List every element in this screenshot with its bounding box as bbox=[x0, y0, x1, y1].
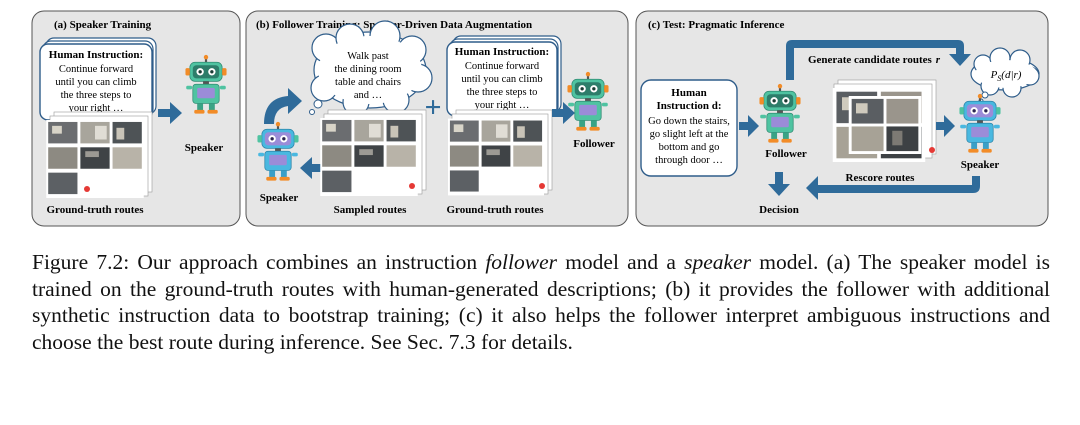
panel-b-instruction-title: Human Instruction: bbox=[455, 46, 549, 58]
panel-a-instruction-line-1: Continue forward bbox=[59, 64, 134, 75]
panel-a-instruction-line-4: your right … bbox=[69, 103, 124, 114]
caption-part-3: model. (a) The speaker model is trained … bbox=[32, 250, 1050, 354]
panel-c-instruction-line-1: Go down the stairs, bbox=[648, 116, 730, 127]
panel-c-instruction-line-2: go slight left at the bbox=[650, 129, 729, 140]
caption-part-2: model and a bbox=[556, 250, 685, 274]
panel-c-follower-label: Follower bbox=[765, 148, 807, 160]
panel-b-thought-line-3: table and chairs bbox=[335, 77, 401, 88]
panel-c-speaker-label: Speaker bbox=[961, 159, 1000, 171]
panel-c-instruction-title-2: Instruction d: bbox=[656, 100, 721, 112]
panel-a-ground-truth-route-images bbox=[46, 111, 153, 198]
panel-c-instruction-card: Human Instruction d: Go down the stairs,… bbox=[640, 79, 738, 177]
panel-a-speaker-label: Speaker bbox=[185, 142, 224, 154]
panel-c-decision-arrow bbox=[768, 172, 790, 196]
figure-caption: Figure 7.2: Our approach combines an ins… bbox=[32, 249, 1050, 355]
panel-b-thought-line-2: the dining room bbox=[334, 64, 401, 75]
panel-b-sampled-route-images bbox=[320, 109, 427, 196]
panel-b-instruction-card: Human Instruction: Continue forward unti… bbox=[446, 41, 558, 117]
caption-speaker-word: speaker bbox=[684, 250, 752, 274]
panel-b-thought-line-1: Walk past bbox=[347, 51, 389, 62]
panel-b-instruction-line-3: the three steps to bbox=[467, 87, 538, 98]
panel-b-speaker-label: Speaker bbox=[260, 192, 299, 204]
panel-c-candidates-arrow bbox=[936, 115, 955, 137]
panel-speaker-training: (a) Speaker Training Human Instruction: … bbox=[31, 10, 241, 227]
panel-a-routes-label: Ground-truth routes bbox=[46, 204, 144, 216]
caption-follower-word: follower bbox=[485, 250, 557, 274]
panel-b-left-arrow bbox=[300, 157, 324, 179]
panel-c-title: (c) Test: Pragmatic Inference bbox=[648, 19, 784, 31]
panel-b-plus-sign: + bbox=[424, 91, 441, 124]
panel-a-instruction-card: Human Instruction: Continue forward unti… bbox=[39, 43, 153, 121]
panel-c-probability-cloud: PS(d|r) bbox=[970, 47, 1040, 104]
panel-b-sampled-label: Sampled routes bbox=[334, 204, 408, 216]
caption-part-1: Figure 7.2: Our approach combines an ins… bbox=[32, 250, 486, 274]
panel-c-rescore-arrow bbox=[806, 176, 980, 200]
panel-c-decision-label: Decision bbox=[759, 204, 799, 216]
panel-b-speaker-curve-arrow bbox=[264, 88, 302, 124]
panel-c-probability-text: PS(d|r) bbox=[990, 69, 1022, 83]
panel-c-instruction-title-1: Human bbox=[671, 87, 706, 99]
panel-b-right-arrow bbox=[552, 102, 575, 124]
panel-c-instruction-line-4: through door … bbox=[655, 155, 723, 166]
panel-a-instruction-title: Human Instruction: bbox=[49, 49, 143, 61]
panel-a-instruction-line-3: the three steps to bbox=[61, 90, 132, 101]
panel-follower-training: (b) Follower Training: Speaker-Driven Da… bbox=[245, 10, 629, 227]
panel-c-rescore-label: Rescore routes bbox=[846, 172, 916, 184]
panel-b-thought-cloud: Walk past the dining room table and chai… bbox=[309, 20, 433, 116]
panel-c-instruction-line-3: bottom and go bbox=[659, 142, 720, 153]
panel-pragmatic-inference: (c) Test: Pragmatic Inference Human Inst… bbox=[635, 10, 1049, 227]
panel-c-generate-arrow bbox=[786, 40, 971, 80]
panel-a-arrow bbox=[158, 102, 182, 124]
panel-b-follower-label: Follower bbox=[573, 138, 615, 150]
panel-b-instruction-line-1: Continue forward bbox=[465, 61, 540, 72]
panel-c-input-arrow bbox=[739, 115, 759, 137]
panel-b-gt-label: Ground-truth routes bbox=[446, 204, 544, 216]
diagram-figure: (a) Speaker Training Human Instruction: … bbox=[31, 10, 1049, 227]
panel-a-title: (a) Speaker Training bbox=[54, 19, 152, 31]
panel-b-instruction-line-4: your right … bbox=[475, 100, 530, 111]
panel-b-thought-line-4: and … bbox=[354, 90, 382, 101]
panel-c-candidate-route-images bbox=[832, 79, 937, 162]
panel-a-instruction-line-2: until you can climb bbox=[55, 77, 136, 88]
panel-b-ground-truth-route-images bbox=[448, 109, 553, 196]
panel-b-instruction-line-2: until you can climb bbox=[461, 74, 542, 85]
